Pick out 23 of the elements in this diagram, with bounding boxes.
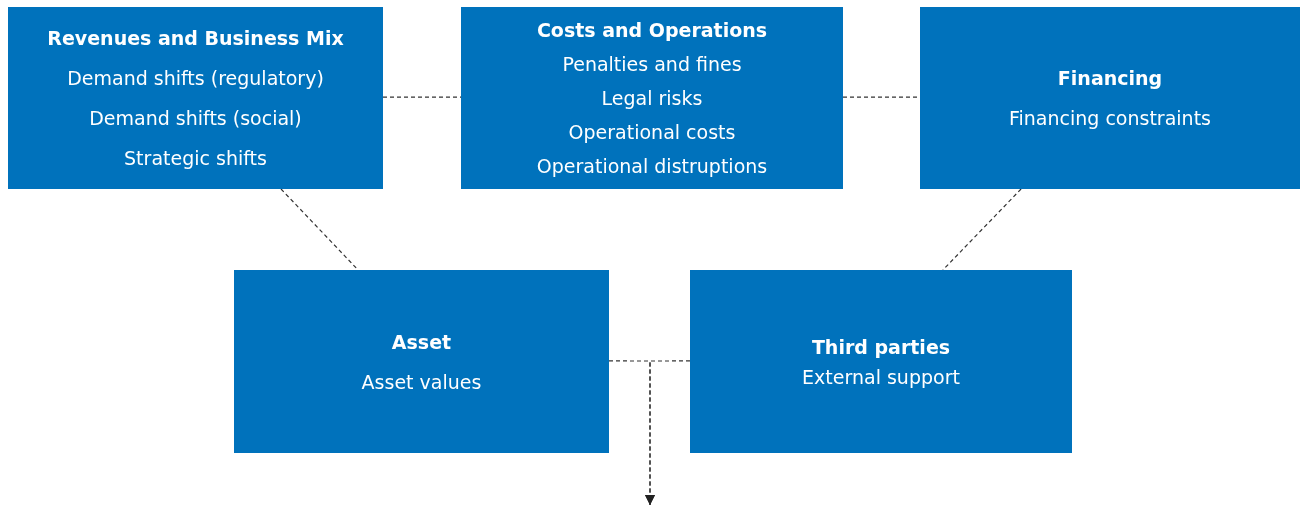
risk-item: Asset values <box>361 369 482 395</box>
risk-item: Penalties and fines <box>562 52 742 77</box>
box-heading: Revenues and Business Mix <box>47 26 344 51</box>
box-heading: Third parties <box>811 334 951 360</box>
dashed-arrow <box>645 360 691 506</box>
risk-item: Demand shifts (social) <box>89 106 302 131</box>
category-box <box>461 7 843 189</box>
category-box <box>8 7 383 189</box>
dashed-connector <box>280 188 359 271</box>
category-box <box>920 7 1300 189</box>
risk-item: Operational costs <box>568 120 736 145</box>
risk-item: Operational distruptions <box>536 154 768 179</box>
risk-item: Legal risks <box>601 86 703 111</box>
risk-item: Demand shifts (regulatory) <box>67 66 324 91</box>
risk-item: External support <box>802 364 960 390</box>
dashed-connector <box>942 188 1022 271</box>
risk-item: Strategic shifts <box>124 146 267 171</box>
box-heading: Financing <box>1057 66 1163 91</box>
category-box <box>690 270 1072 453</box>
risk-item: Financing constraints <box>1009 106 1211 131</box>
category-box <box>234 270 609 453</box>
box-heading: Asset <box>391 329 452 355</box>
box-heading: Costs and Operations <box>536 18 768 43</box>
